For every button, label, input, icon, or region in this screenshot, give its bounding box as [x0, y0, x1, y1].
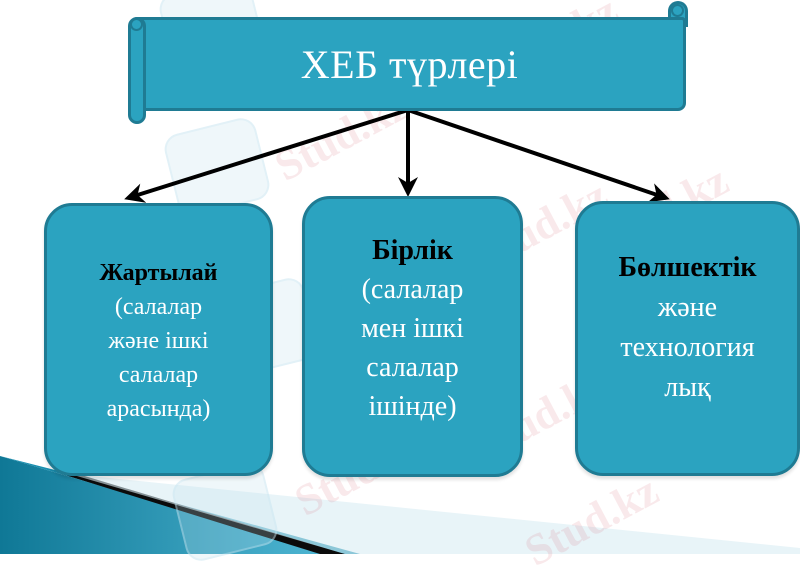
category-title: Бірлік — [372, 234, 453, 266]
scroll-curl-left — [128, 17, 146, 124]
category-text: және ішкі — [108, 328, 209, 354]
title-banner: ХЕБ түрлері — [133, 17, 686, 111]
category-title: Бөлшектік — [618, 251, 757, 283]
category-text: технология — [620, 331, 755, 363]
category-box-fractional: Бөлшектік және технология лық — [575, 201, 800, 476]
category-text: ішінде) — [368, 390, 457, 422]
category-box-partial: Жартылай (салалар және ішкі салалар арас… — [44, 203, 273, 476]
category-text: және — [657, 291, 718, 323]
category-text: лық — [664, 371, 711, 403]
arrow-to-fractional — [407, 108, 670, 203]
connector-arrows — [124, 108, 670, 203]
category-text: (салалар — [114, 294, 203, 320]
scroll-curl-right-inner — [671, 4, 684, 17]
diagram-title: ХЕБ түрлері — [300, 41, 519, 87]
category-text: арасында) — [106, 396, 211, 422]
category-text: салалар — [118, 362, 199, 388]
scroll-curl-left-inner — [130, 18, 143, 31]
category-title: Жартылай — [99, 260, 218, 286]
category-text: мен ішкі — [361, 312, 464, 344]
category-text: салалар — [366, 351, 459, 383]
arrow-to-partial — [124, 108, 409, 203]
category-text: (салалар — [361, 273, 464, 305]
category-box-unit: Бірлік (салалар мен ішкі салалар ішінде) — [302, 196, 523, 477]
